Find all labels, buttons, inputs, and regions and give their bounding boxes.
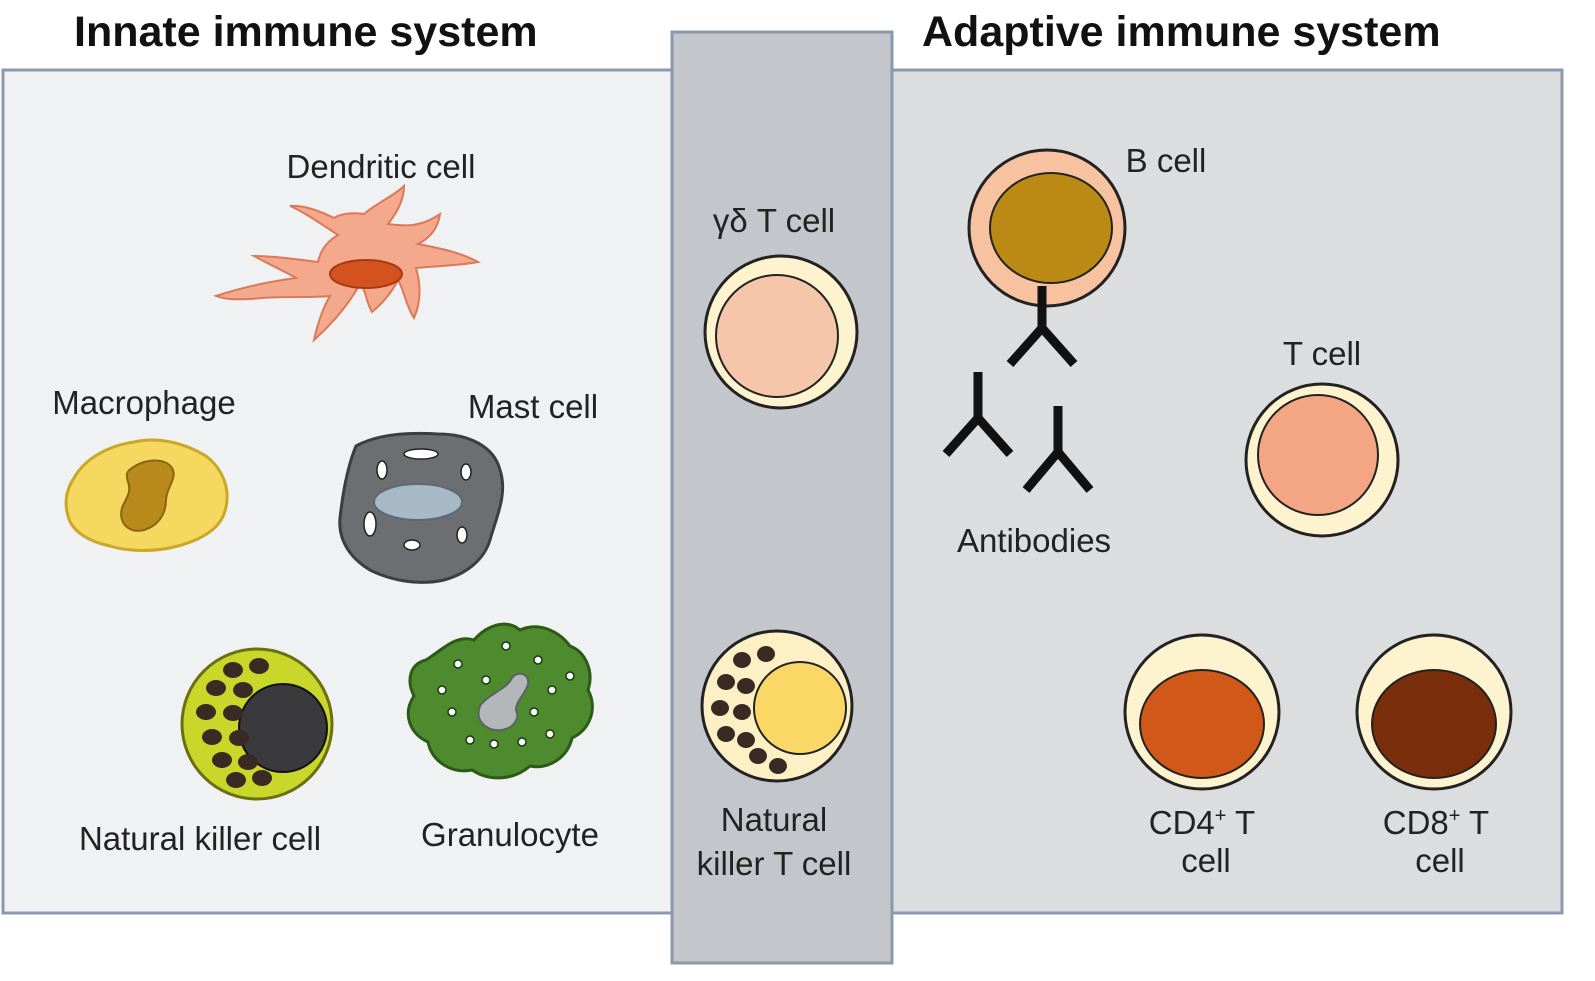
- cd8-t-cell-label-line2: cell: [1415, 842, 1465, 879]
- macrophage-label: Macrophage: [52, 384, 235, 421]
- t-cell-icon: [1244, 382, 1400, 538]
- natural-killer-t-cell-label-line1: Natural: [721, 801, 827, 838]
- dendritic-cell-icon: [213, 183, 481, 343]
- cd4-label-main: CD4: [1149, 804, 1215, 841]
- dendritic-cell-label: Dendritic cell: [287, 148, 476, 185]
- natural-killer-t-cell-icon: [700, 629, 854, 783]
- mast-cell-icon: [338, 431, 505, 584]
- adaptive-title: Adaptive immune system: [922, 8, 1441, 56]
- natural-killer-cell-icon: [180, 647, 334, 801]
- cd8-label-superscript: +: [1449, 805, 1461, 827]
- mast-cell-label: Mast cell: [468, 388, 598, 425]
- natural-killer-cell-label: Natural killer cell: [79, 820, 321, 857]
- cd4-t-cell-label-line1: CD4+ T: [1149, 804, 1255, 841]
- cd8-t-cell-icon: [1355, 633, 1513, 791]
- cd4-label-tail: T: [1226, 804, 1255, 841]
- cd4-t-cell-icon: [1123, 633, 1281, 791]
- cd8-t-cell-label-line1: CD8+ T: [1383, 804, 1489, 841]
- cd8-label-main: CD8: [1383, 804, 1449, 841]
- natural-killer-t-cell-label-line2: killer T cell: [697, 845, 852, 882]
- granulocyte-icon: [406, 622, 594, 780]
- antibodies-label: Antibodies: [957, 522, 1111, 559]
- antibody-icon: [1022, 406, 1094, 493]
- innate-title: Innate immune system: [74, 8, 538, 56]
- gamma-delta-t-cell-icon: [703, 254, 859, 410]
- gamma-delta-t-cell-label: γδ T cell: [713, 202, 835, 239]
- bridge-panel: [670, 30, 894, 965]
- b-cell-label: B cell: [1126, 142, 1207, 179]
- granulocyte-label: Granulocyte: [421, 816, 599, 853]
- antibody-icon: [942, 372, 1014, 457]
- cd4-t-cell-label-line2: cell: [1181, 842, 1231, 879]
- cd4-label-superscript: +: [1215, 805, 1227, 827]
- t-cell-label: T cell: [1283, 335, 1361, 372]
- macrophage-icon: [64, 438, 229, 552]
- b-cell-icon: [967, 148, 1127, 308]
- antibody-icon: [1006, 286, 1078, 367]
- cd8-label-tail: T: [1460, 804, 1489, 841]
